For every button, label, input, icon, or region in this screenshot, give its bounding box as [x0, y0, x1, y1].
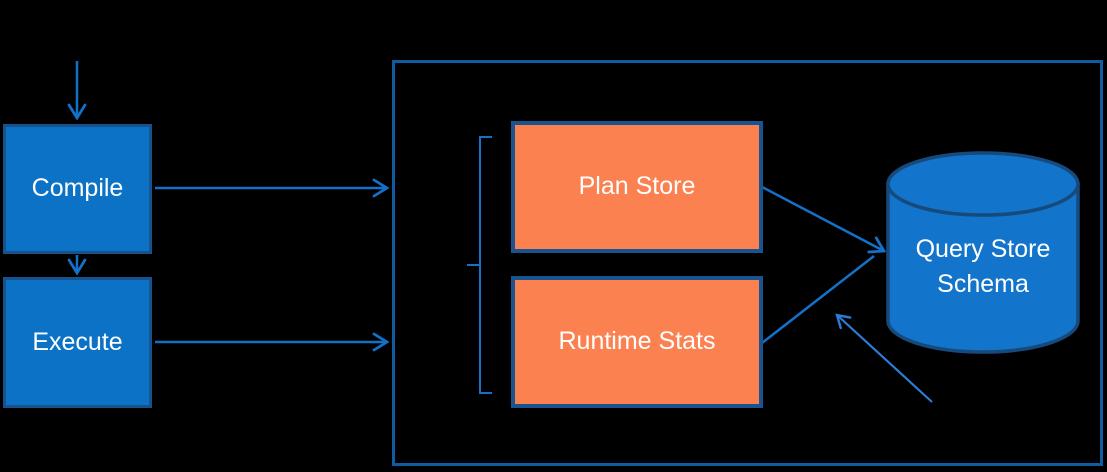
query-store-container — [392, 60, 1103, 466]
plan-store-label: Plan Store — [578, 172, 696, 201]
arrow-plan-store-to-schema — [761, 185, 884, 251]
annotation-arrow — [837, 315, 933, 403]
execute-box: Execute — [3, 277, 152, 408]
grouping-bracket — [467, 136, 492, 394]
runtime-stats-box: Runtime Stats — [511, 276, 763, 408]
execute-label: Execute — [32, 327, 123, 356]
database-cylinder — [886, 151, 1080, 354]
compile-label: Compile — [31, 174, 124, 203]
database-cylinder-top — [886, 151, 1080, 217]
plan-store-box: Plan Store — [511, 121, 763, 253]
database-cylinder-body — [886, 182, 1080, 354]
runtime-stats-label: Runtime Stats — [558, 327, 716, 356]
query-store-schema-label: Query Store Schema — [915, 235, 1051, 298]
compile-box: Compile — [3, 124, 152, 254]
arrow-runtime-stats-to-schema — [761, 255, 875, 344]
